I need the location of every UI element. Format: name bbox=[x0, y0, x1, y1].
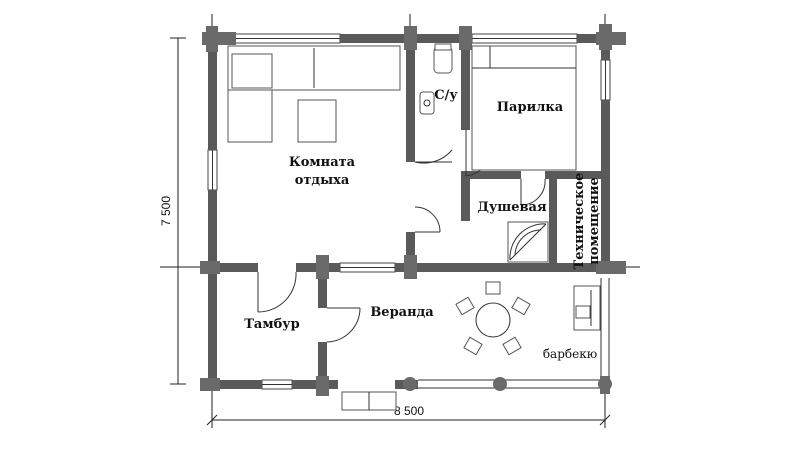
chair bbox=[511, 296, 531, 316]
sauna-bench bbox=[471, 45, 577, 171]
width-dimension-label: 8 500 bbox=[394, 404, 424, 418]
room-label-shower: Душевая bbox=[477, 200, 547, 215]
room-label-living-line1: Комната bbox=[289, 155, 356, 170]
room-label-wc: С/у bbox=[434, 88, 458, 103]
coffee-table bbox=[297, 99, 337, 143]
furniture bbox=[227, 43, 601, 411]
chair bbox=[485, 281, 501, 295]
room-label-veranda: Веранда bbox=[370, 305, 434, 320]
chair bbox=[463, 336, 483, 356]
chair bbox=[502, 336, 522, 356]
round-table bbox=[475, 302, 511, 338]
height-dimension-label: 7 500 bbox=[159, 196, 173, 226]
room-label-sauna: Парилка bbox=[497, 100, 564, 115]
doors bbox=[257, 130, 546, 343]
toilet bbox=[433, 46, 453, 74]
corner-posts bbox=[200, 24, 626, 396]
room-label-tech-line2: помещение bbox=[587, 177, 602, 265]
room-label-living-line2: отдыха bbox=[295, 173, 350, 188]
wash-basin bbox=[419, 91, 435, 115]
room-label-tech-line1: Техническое bbox=[572, 173, 587, 270]
room-label-bbq: барбекю bbox=[543, 347, 597, 361]
sofa-corner bbox=[227, 89, 273, 143]
chair bbox=[455, 296, 475, 316]
room-label-vestibule: Тамбур bbox=[244, 317, 299, 332]
